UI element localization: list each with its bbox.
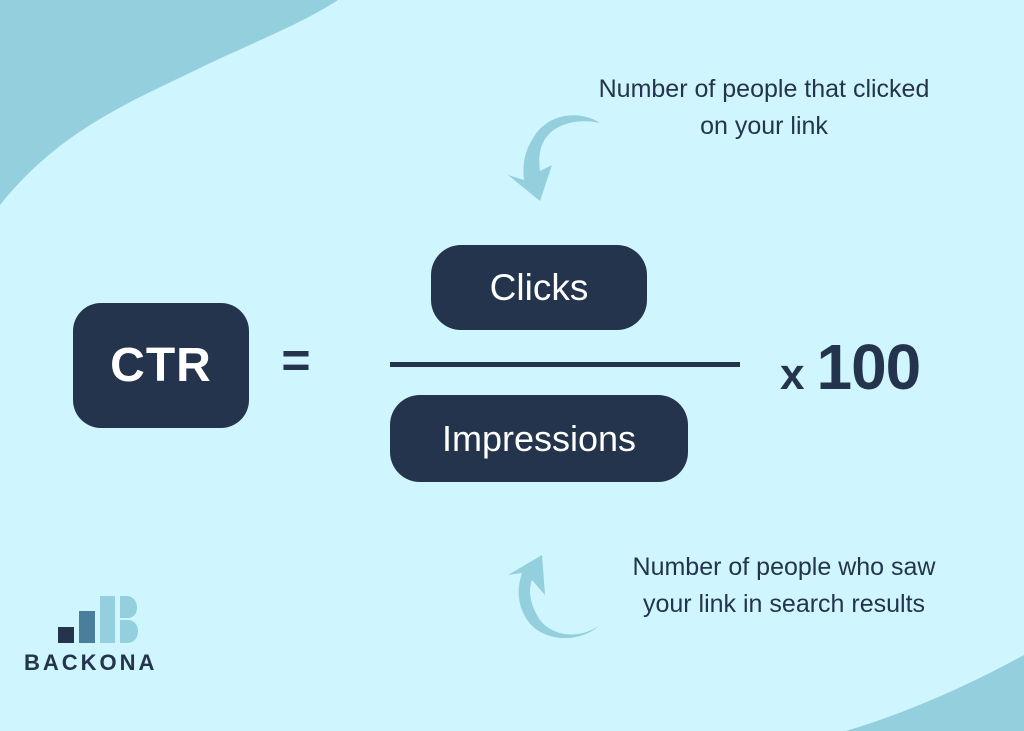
multiply-symbol: x: [780, 350, 805, 399]
numerator-box: Clicks: [431, 245, 647, 330]
numerator-label: Clicks: [489, 266, 589, 308]
ctr-label-box: CTR: [73, 303, 249, 428]
ctr-label: CTR: [110, 339, 212, 392]
equals-sign: =: [281, 332, 311, 388]
backona-logo-icon: [58, 596, 138, 643]
multiplier-value: 100: [816, 331, 921, 403]
denominator-box: Impressions: [390, 395, 688, 482]
arrow-down-curved-icon: [508, 115, 600, 201]
fraction-divider: [390, 362, 740, 367]
multiplier: x 100: [780, 330, 921, 405]
brand-name: BACKONA: [24, 650, 158, 675]
numerator-annotation: Number of people that clicked on your li…: [598, 75, 930, 140]
denominator-annotation: Number of people who saw your link in se…: [632, 553, 936, 618]
arrow-up-curved-icon: [508, 555, 600, 639]
denominator-label: Impressions: [441, 417, 637, 459]
